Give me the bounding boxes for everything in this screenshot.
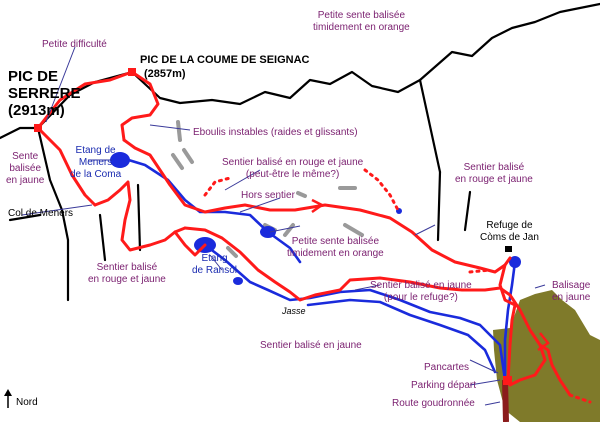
label-sente-orange-top: Petite sente balisée timidement en orang… — [313, 10, 410, 33]
label-parking: Parking départ — [411, 380, 477, 391]
trail-arrows — [311, 198, 550, 352]
label-sentier-rouge-jaune-1: Sentier balisé en rouge et jaune (peut-ê… — [222, 157, 364, 180]
label-etang-meners: Etang de Meners de la Coma — [70, 145, 122, 180]
red-dotted-paths — [203, 168, 592, 404]
label-petite-difficulte: Petite difficulté — [42, 39, 107, 50]
refuge-icon — [505, 246, 512, 252]
ridge-main — [0, 2, 600, 140]
red-trail-col — [93, 180, 187, 252]
red-trail-east — [538, 343, 572, 397]
label-eboulis: Eboulis instables (raides et glissants) — [193, 127, 358, 138]
label-route: Route goudronnée — [392, 398, 475, 409]
summit-marker-icon — [34, 124, 42, 132]
label-pic-coume: PIC DE LA COUME DE SEIGNAC — [140, 54, 310, 66]
leader-lines — [21, 46, 546, 406]
road — [502, 379, 509, 422]
arrow-east — [537, 332, 550, 352]
label-balisage-jaune: Balisage en jaune — [552, 280, 591, 303]
lake-meners — [110, 152, 130, 168]
label-sentier-rouge-jaune-3: Sentier balisé en rouge et jaune — [88, 262, 166, 285]
red-trail-descent — [36, 126, 97, 207]
label-jasse: Jasse — [282, 306, 306, 316]
red-trail-lake-ransol — [173, 230, 207, 257]
blue-trails — [120, 156, 517, 382]
north-arrow-icon — [4, 389, 12, 408]
red-trails — [36, 70, 572, 397]
label-pic-coume-altitude: (2857m) — [144, 68, 186, 80]
summit-marker-coume-icon — [128, 68, 136, 76]
label-sentier-jaune: Sentier balisé en jaune — [260, 340, 362, 351]
ridge-small-1 — [98, 213, 107, 262]
label-etang-ransol: Etang de Ransol — [192, 253, 238, 276]
label-sentier-jaune-refuge: Sentier balisé en jaune (pour le refuge?… — [370, 280, 472, 303]
parking-marker-icon — [503, 376, 512, 385]
ridge-right-1 — [436, 170, 442, 242]
label-nord: Nord — [16, 397, 38, 408]
label-sentier-rouge-jaune-2: Sentier balisé en rouge et jaune — [455, 162, 533, 185]
label-refuge: Refuge de Còms de Jan — [480, 220, 539, 243]
label-pic-serrere: PIC DE SERRERE (2913m) — [8, 68, 81, 119]
blue-trail-refuge — [503, 260, 517, 377]
ridge-small-2 — [136, 183, 142, 252]
label-sente-balisee-jaune: Sente balisée en jaune — [6, 151, 45, 186]
ridge-col — [8, 213, 42, 222]
ridge-right-top — [418, 78, 442, 174]
label-pancartes: Pancartes — [424, 362, 470, 373]
blue-trail-lake — [266, 230, 302, 264]
red-trail-ridge — [36, 70, 160, 142]
blue-trail-ransol — [203, 243, 507, 382]
blue-trail-jaune — [306, 298, 497, 374]
ridge-right-2 — [463, 190, 472, 232]
label-sente-orange-mid: Petite sente balisée timidement en orang… — [287, 236, 384, 259]
lake-small-2 — [233, 277, 243, 285]
ridge-left-down — [36, 126, 70, 302]
arrow-upper — [311, 198, 325, 214]
red-trail-upper-loop — [122, 138, 512, 274]
blue-trail-meners — [120, 156, 270, 234]
label-col-meners: Col de Meners — [8, 208, 74, 219]
red-trail-refuge-south — [498, 263, 517, 382]
label-hors-sentier: Hors sentier — [241, 190, 295, 201]
forest-area — [493, 290, 600, 422]
